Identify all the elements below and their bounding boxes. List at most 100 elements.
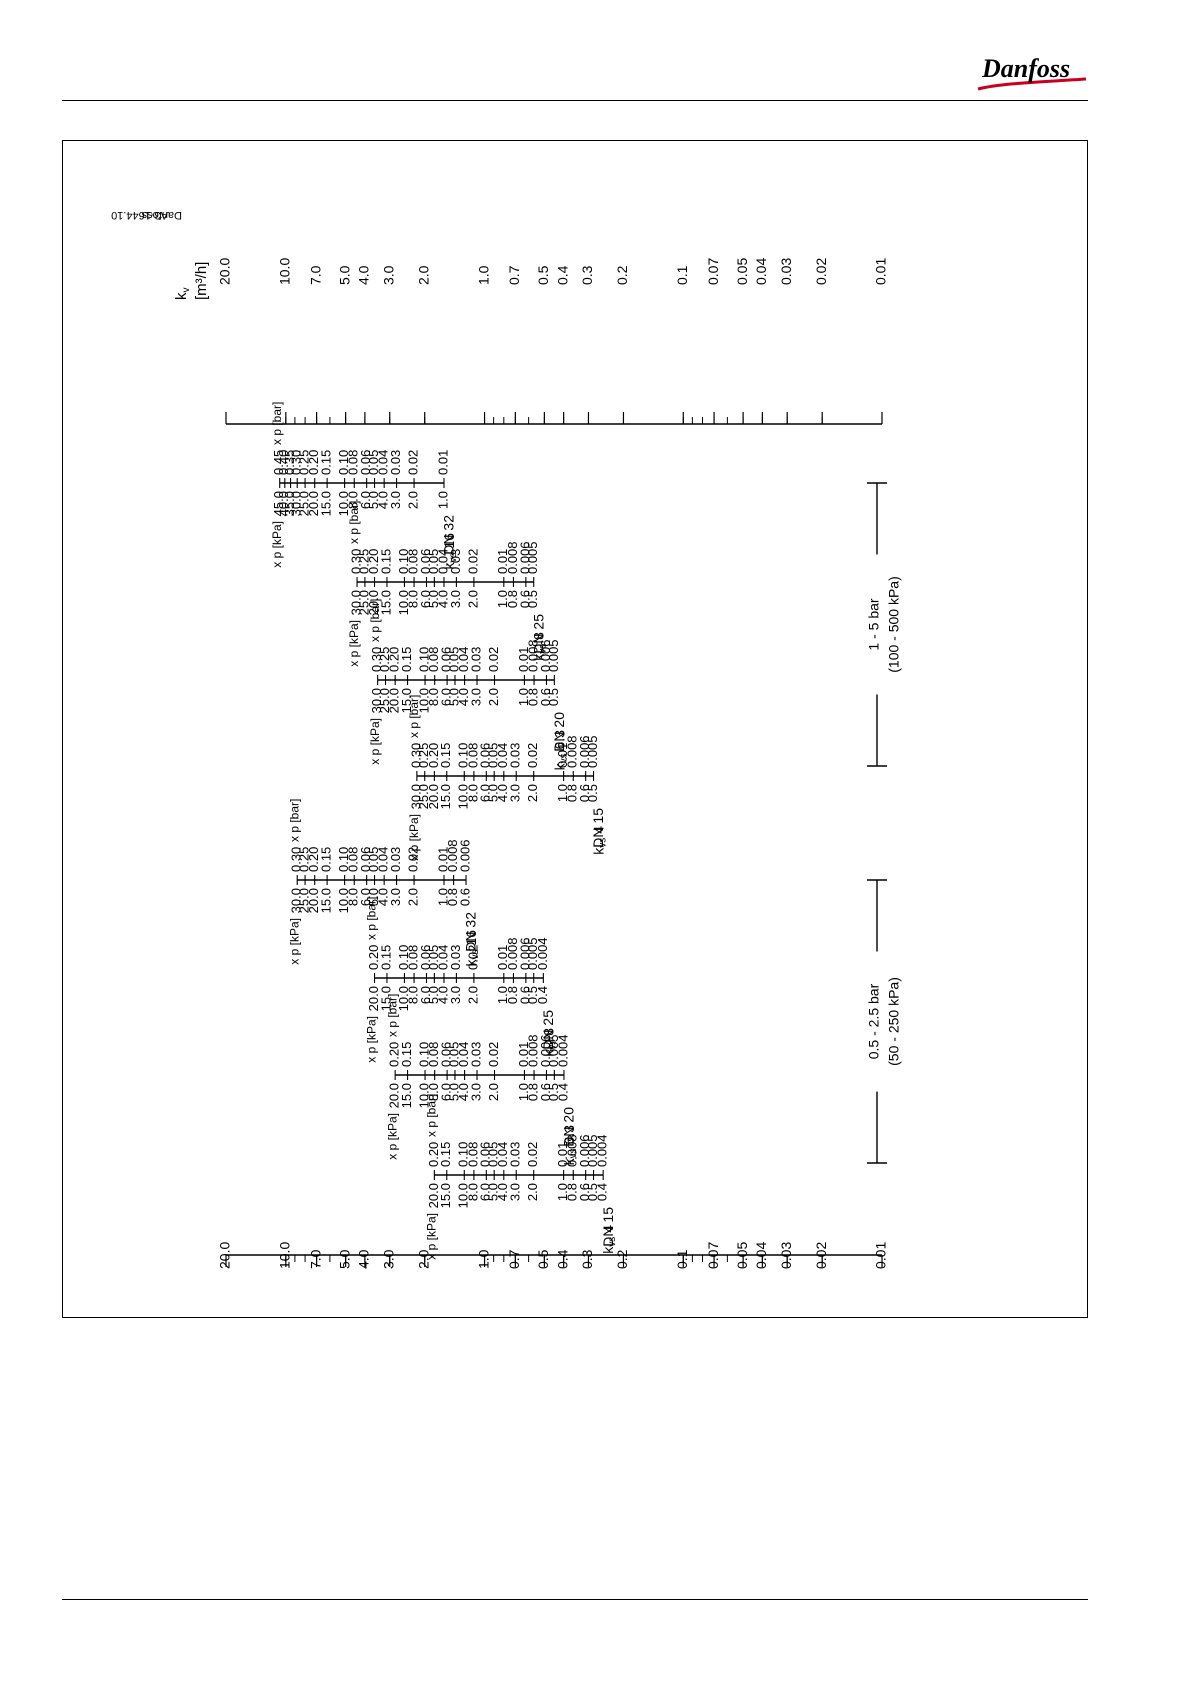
valve-bar-label: 0.15 <box>378 945 393 970</box>
valve-bar-label: 0.02 <box>486 1042 501 1067</box>
valve-bar-label: 0.05 <box>446 1042 461 1067</box>
valve-kpa-label: 30.0 <box>348 590 363 615</box>
valve-bar-label: 0.05 <box>366 847 381 872</box>
valve-dn-label: DN 32 <box>441 515 457 555</box>
valve-kpa-label: 0.8 <box>525 1083 540 1101</box>
valve-bar-label: 0.006 <box>517 937 532 970</box>
valve-kpa-label: 0.8 <box>445 888 460 906</box>
valve-bar-label: 0.15 <box>378 549 393 574</box>
valve-bar-label: 0.004 <box>595 1134 610 1167</box>
kv-axis-lower-tick-label: 0.5 <box>535 1249 551 1269</box>
valve-kvs-prefix: k <box>540 1049 556 1057</box>
valve-kpa-label: 0.8 <box>565 1183 580 1201</box>
valve-kpa-label: 0.5 <box>585 1183 600 1201</box>
kv-axis-upper-tick-label: 0.04 <box>753 258 769 285</box>
valve-kpa-label: 10.0 <box>416 1083 431 1108</box>
valve-bar-label: 0.10 <box>396 945 411 970</box>
valve-bar-label: 0.20 <box>387 1042 402 1067</box>
valve-kvs-sub: vs <box>607 1237 618 1247</box>
valve-kpa-label: 3.0 <box>508 1183 523 1201</box>
valve-kpa-label: 0.8 <box>525 688 540 706</box>
valve-kpa-label: 1.0 <box>516 1083 531 1101</box>
valve-kpa-label: 4.0 <box>456 1083 471 1101</box>
kv-axis-upper-tick-label: 0.4 <box>554 265 570 285</box>
valve-dn-label: DN 15 <box>590 808 606 848</box>
kv-axis-upper-tick-label: 3.0 <box>380 265 396 285</box>
valve-kpa-label: 10.0 <box>396 590 411 615</box>
valve-bar-label: 0.45 <box>271 450 286 475</box>
kv-axis-lower-tick-label: 1.0 <box>475 1249 491 1269</box>
valve-kvs-prefix: k <box>600 1246 616 1254</box>
valve-kpa-label: 5.0 <box>426 590 441 608</box>
valve-bar-label: 0.04 <box>456 1042 471 1067</box>
valve-kpa-label: 0.6 <box>538 1083 553 1101</box>
valve-bar-label: 0.20 <box>426 743 441 768</box>
valve-kpa-unit: x p [kPa] <box>365 1016 379 1063</box>
valve-kpa-label: 0.5 <box>585 784 600 802</box>
valve-bar-label: 0.10 <box>416 647 431 672</box>
valve-bar-label: 0.04 <box>376 847 391 872</box>
valve-bar-label: 0.01 <box>516 647 531 672</box>
valve-bar-label: 0.30 <box>408 743 423 768</box>
valve-bar-label: 0.008 <box>525 1034 540 1067</box>
valve-kvs-value: 4 <box>590 826 606 838</box>
valve-bar-label: 0.04 <box>435 945 450 970</box>
valve-bar-label: 0.20 <box>366 549 381 574</box>
valve-bar-label: 0.03 <box>508 743 523 768</box>
kv-axis-upper-tick-label: 0.01 <box>873 258 889 285</box>
valve-bar-label: 0.05 <box>486 1142 501 1167</box>
valve-bar-label: 0.02 <box>406 847 421 872</box>
kv-axis-lower-tick-label: 10.0 <box>277 1242 293 1269</box>
drawing-reference: Danfoss <box>141 209 182 221</box>
valve-bar-label: 0.30 <box>348 549 363 574</box>
kv-axis-upper-tick-label: 0.02 <box>813 258 829 285</box>
valve-kvs-sub: vs <box>448 552 459 562</box>
valve-bar-label: 0.03 <box>388 450 403 475</box>
valve-kpa-label: 0.4 <box>555 1083 570 1101</box>
valve-kpa-unit: x p [kPa] <box>385 1113 399 1160</box>
valve-bar-label: 0.08 <box>465 1142 480 1167</box>
valve-bar-label: 0.004 <box>535 937 550 970</box>
valve-kpa-label: 15.0 <box>378 590 393 615</box>
valve-dn-label: DN 20 <box>551 712 567 752</box>
valve-kpa-label: 2.0 <box>525 784 540 802</box>
valve-kpa-label: 0.5 <box>525 590 540 608</box>
valve-bar-label: 0.02 <box>406 450 421 475</box>
valve-kpa-label: 6.0 <box>439 1083 454 1101</box>
valve-bar-label: 0.005 <box>585 1134 600 1167</box>
kv-axis-upper-tick-label: 0.1 <box>674 265 690 285</box>
valve-kpa-label: 15.0 <box>399 688 414 713</box>
valve-kpa-label: 8.0 <box>426 688 441 706</box>
valve-kpa-label: 15.0 <box>438 1183 453 1208</box>
valve-bar-label: 0.01 <box>555 743 570 768</box>
valve-bar-label: 0.02 <box>486 647 501 672</box>
kv-axis-lower-tick-label: 7.0 <box>307 1249 323 1269</box>
valve-bar-label: 0.02 <box>465 549 480 574</box>
valve-kpa-label: 20.0 <box>426 784 441 809</box>
valve-bar-label: 0.01 <box>516 1042 531 1067</box>
kv-axis-lower-tick-label: 3.0 <box>380 1249 396 1269</box>
valve-kpa-label: 35.0 <box>282 491 297 516</box>
valve-bar-label: 0.006 <box>577 1134 592 1167</box>
valve-kpa-label: 20.0 <box>366 590 381 615</box>
group-label-bg <box>863 554 917 695</box>
valve-kpa-unit: x p [kPa] <box>270 521 284 568</box>
valve-bar-label: 0.06 <box>418 549 433 574</box>
valve-kpa-label: 3.0 <box>448 986 463 1004</box>
valve-bar-label: 0.15 <box>438 743 453 768</box>
valve-kpa-label: 3.0 <box>448 590 463 608</box>
valve-kpa-label: 0.8 <box>505 590 520 608</box>
valve-kvs-value: 16 <box>463 930 479 950</box>
valve-bar-label: 0.02 <box>525 1142 540 1167</box>
valve-kvs-label: kvs 4 <box>600 1225 618 1254</box>
figure-frame <box>62 140 1088 1318</box>
valve-kpa-label: 30.0 <box>369 688 384 713</box>
valve-bar-label: 0.03 <box>448 549 463 574</box>
valve-kpa-unit: x p [kPa] <box>407 814 421 861</box>
valve-bar-label: 0.005 <box>525 937 540 970</box>
valve-kvs-sub: vs <box>558 753 569 763</box>
valve-kvs-sub: vs <box>547 1040 558 1050</box>
valve-bar-label: 0.05 <box>426 945 441 970</box>
valve-kpa-unit: x p [kPa] <box>425 1213 439 1260</box>
valve-kpa-label: 4.0 <box>376 888 391 906</box>
